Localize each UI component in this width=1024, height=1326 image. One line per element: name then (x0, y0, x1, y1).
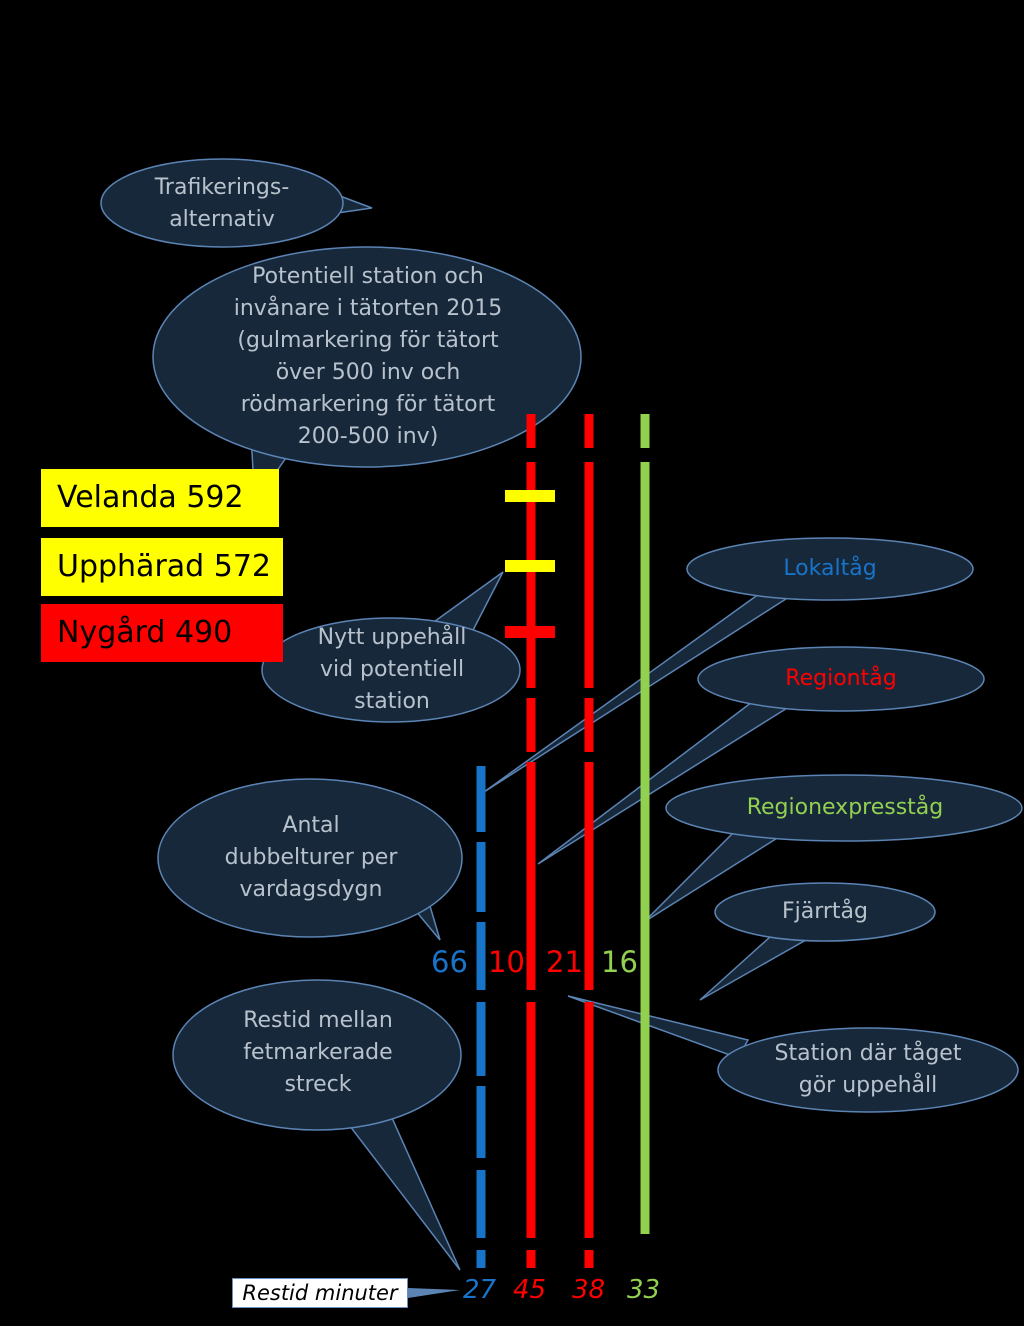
legend-region-bubble (537, 646, 985, 865)
train-line-3-segment-0 (640, 414, 650, 448)
train-line-1-segment-5 (526, 1250, 536, 1268)
legend-region: Regiontåg (785, 666, 897, 691)
train-line-1-segment-1 (526, 462, 536, 688)
train-line-3-segment-1 (640, 462, 650, 1234)
station-velanda-label: Velanda 592 (57, 480, 244, 515)
train-line-0-segment-6 (476, 1250, 486, 1268)
train-line-2-segment-0 (584, 414, 594, 448)
callout-double-trips (157, 778, 463, 941)
train-line-0-segment-1 (476, 842, 486, 912)
count-region-2: 21 (546, 945, 583, 979)
station-velanda: Velanda 592 (41, 469, 279, 527)
station-nygard-label: Nygård 490 (57, 615, 233, 650)
time-express: 33 (627, 1275, 661, 1305)
train-line-1-segment-0 (526, 414, 536, 448)
callout-station-stop (567, 995, 1019, 1113)
stop-mark-1 (505, 560, 555, 572)
callout-travel-time (172, 979, 462, 1271)
time-region-2: 38 (572, 1275, 606, 1305)
train-line-2-segment-2 (584, 698, 594, 752)
callout-travel-time-text: Restid mellan fetmarkerade streck (243, 1008, 393, 1097)
station-upphared-label: Upphärad 572 (57, 549, 271, 584)
train-lines (476, 414, 650, 1268)
legend-express-bubble (643, 774, 1023, 923)
time-region-1: 45 (513, 1275, 547, 1305)
callout-station-stop-text: Station där tåget gör uppehåll (774, 1041, 962, 1098)
callout-potential-station-text: Potentiell station och invånare i tätort… (233, 264, 503, 449)
legend-fjarr-bubble (699, 882, 936, 1001)
stop-mark-2 (505, 626, 555, 638)
train-line-0-segment-0 (476, 766, 486, 832)
train-line-0-segment-3 (476, 1002, 486, 1076)
callout-new-stop-text: Nytt uppehåll vid potentiell station (317, 625, 467, 714)
count-lokal: 66 (431, 945, 468, 979)
train-line-1-segment-3 (526, 762, 536, 990)
legend-fjarr: Fjärrtåg (781, 899, 869, 924)
callout-alternatives (100, 158, 373, 248)
time-lokal: 27 (463, 1275, 497, 1305)
train-line-0-segment-2 (476, 922, 486, 990)
count-region-1: 10 (488, 945, 525, 979)
time-label-arrow (408, 1288, 460, 1298)
callout-double-trips-text: Antal dubbelturer per vardagsdygn (224, 813, 398, 902)
train-line-1-segment-2 (526, 698, 536, 752)
callout-new-stop (261, 571, 521, 723)
station-stop-marks (505, 490, 555, 638)
legend-express: Regionexpresståg (746, 795, 944, 820)
train-line-2-segment-4 (584, 1002, 594, 1238)
count-express: 16 (601, 945, 638, 979)
train-line-2-segment-3 (584, 762, 594, 990)
train-line-0-segment-5 (476, 1170, 486, 1238)
callout-alternatives-text: Trafikerings- alternativ (154, 175, 290, 232)
station-upphared: Upphärad 572 (41, 538, 283, 596)
time-label-box: Restid minuter (232, 1278, 408, 1308)
train-line-2-segment-5 (584, 1250, 594, 1268)
stop-mark-0 (505, 490, 555, 502)
train-line-2-segment-1 (584, 462, 594, 688)
station-nygard: Nygård 490 (41, 604, 283, 662)
train-line-1-segment-4 (526, 1002, 536, 1238)
train-line-0-segment-4 (476, 1086, 486, 1158)
legend-lokal: Lokaltåg (783, 556, 877, 581)
